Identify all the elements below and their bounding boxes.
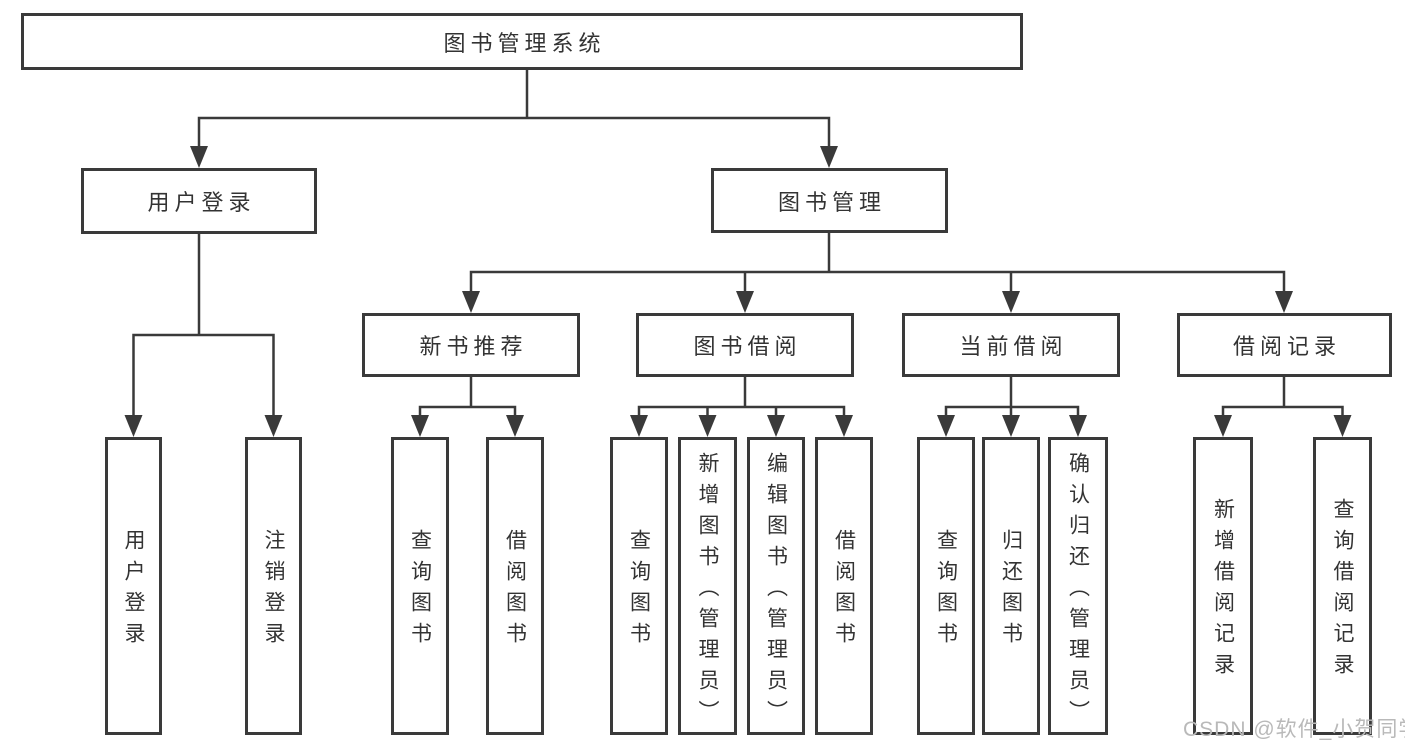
- csdn-watermark: CSDN @软件_小贺同学: [1183, 718, 1405, 741]
- leaf-borrow-borrow-label: 借阅图书: [832, 529, 856, 653]
- node-records: 借阅记录: [1177, 313, 1392, 377]
- leaf-records-search: 查询借阅记录: [1313, 437, 1372, 735]
- leaf-user-login: 用户登录: [105, 437, 162, 735]
- leaf-logout-label: 注销登录: [262, 529, 285, 653]
- leaf-newbooks-borrow-label: 借阅图书: [503, 529, 527, 653]
- leaf-user-login-label: 用户登录: [122, 529, 145, 653]
- node-records-label: 借阅记录: [1232, 334, 1341, 359]
- leaf-current-search: 查询图书: [917, 437, 975, 735]
- arrowheads: [124, 146, 1352, 437]
- node-borrow: 图书借阅: [636, 313, 854, 377]
- connector-book-management-to-level3: [469, 233, 1286, 295]
- connector-root-to-level2: [197, 70, 831, 150]
- node-root: 图书管理系统: [21, 13, 1023, 70]
- leaf-borrow-add-admin-label: 新增图书（管理员）: [696, 451, 719, 731]
- node-user-login-label: 用户登录: [147, 190, 256, 215]
- connector-borrow-to-leaves: [637, 377, 846, 421]
- leaf-borrow-search: 查询图书: [610, 437, 668, 735]
- connector-current-to-leaves: [944, 377, 1080, 421]
- leaf-logout: 注销登录: [245, 437, 302, 735]
- node-user-login: 用户登录: [81, 168, 317, 234]
- leaf-current-return: 归还图书: [982, 437, 1040, 735]
- node-borrow-label: 图书借阅: [693, 334, 802, 359]
- node-new-books-label: 新书推荐: [419, 334, 528, 359]
- connector-records-to-leaves: [1221, 377, 1344, 421]
- leaf-newbooks-search-label: 查询图书: [408, 529, 432, 653]
- leaf-current-confirm-admin: 确认归还（管理员）: [1048, 437, 1108, 735]
- leaf-newbooks-borrow: 借阅图书: [486, 437, 544, 735]
- node-current-label: 当前借阅: [959, 334, 1068, 359]
- leaf-records-search-label: 查询借阅记录: [1331, 498, 1354, 684]
- leaf-current-search-label: 查询图书: [934, 529, 958, 653]
- connector-new-books-to-leaves: [418, 377, 517, 421]
- leaf-borrow-borrow: 借阅图书: [815, 437, 873, 735]
- connector-user-login-to-leaves: [132, 234, 275, 419]
- node-root-label: 图书管理系统: [443, 30, 606, 56]
- leaf-records-add: 新增借阅记录: [1193, 437, 1253, 735]
- leaf-newbooks-search: 查询图书: [391, 437, 449, 735]
- leaf-current-return-label: 归还图书: [999, 529, 1023, 653]
- node-book-management-label: 图书管理: [777, 189, 886, 215]
- node-current: 当前借阅: [902, 313, 1120, 377]
- leaf-records-add-label: 新增借阅记录: [1211, 498, 1235, 684]
- leaf-borrow-add-admin: 新增图书（管理员）: [678, 437, 737, 735]
- leaf-current-confirm-admin-label: 确认归还（管理员）: [1066, 451, 1090, 731]
- leaf-borrow-edit-admin: 编辑图书（管理员）: [747, 437, 805, 735]
- leaf-borrow-search-label: 查询图书: [627, 529, 651, 653]
- node-book-management: 图书管理: [711, 168, 948, 233]
- node-new-books: 新书推荐: [362, 313, 580, 377]
- leaf-borrow-edit-admin-label: 编辑图书（管理员）: [764, 451, 788, 731]
